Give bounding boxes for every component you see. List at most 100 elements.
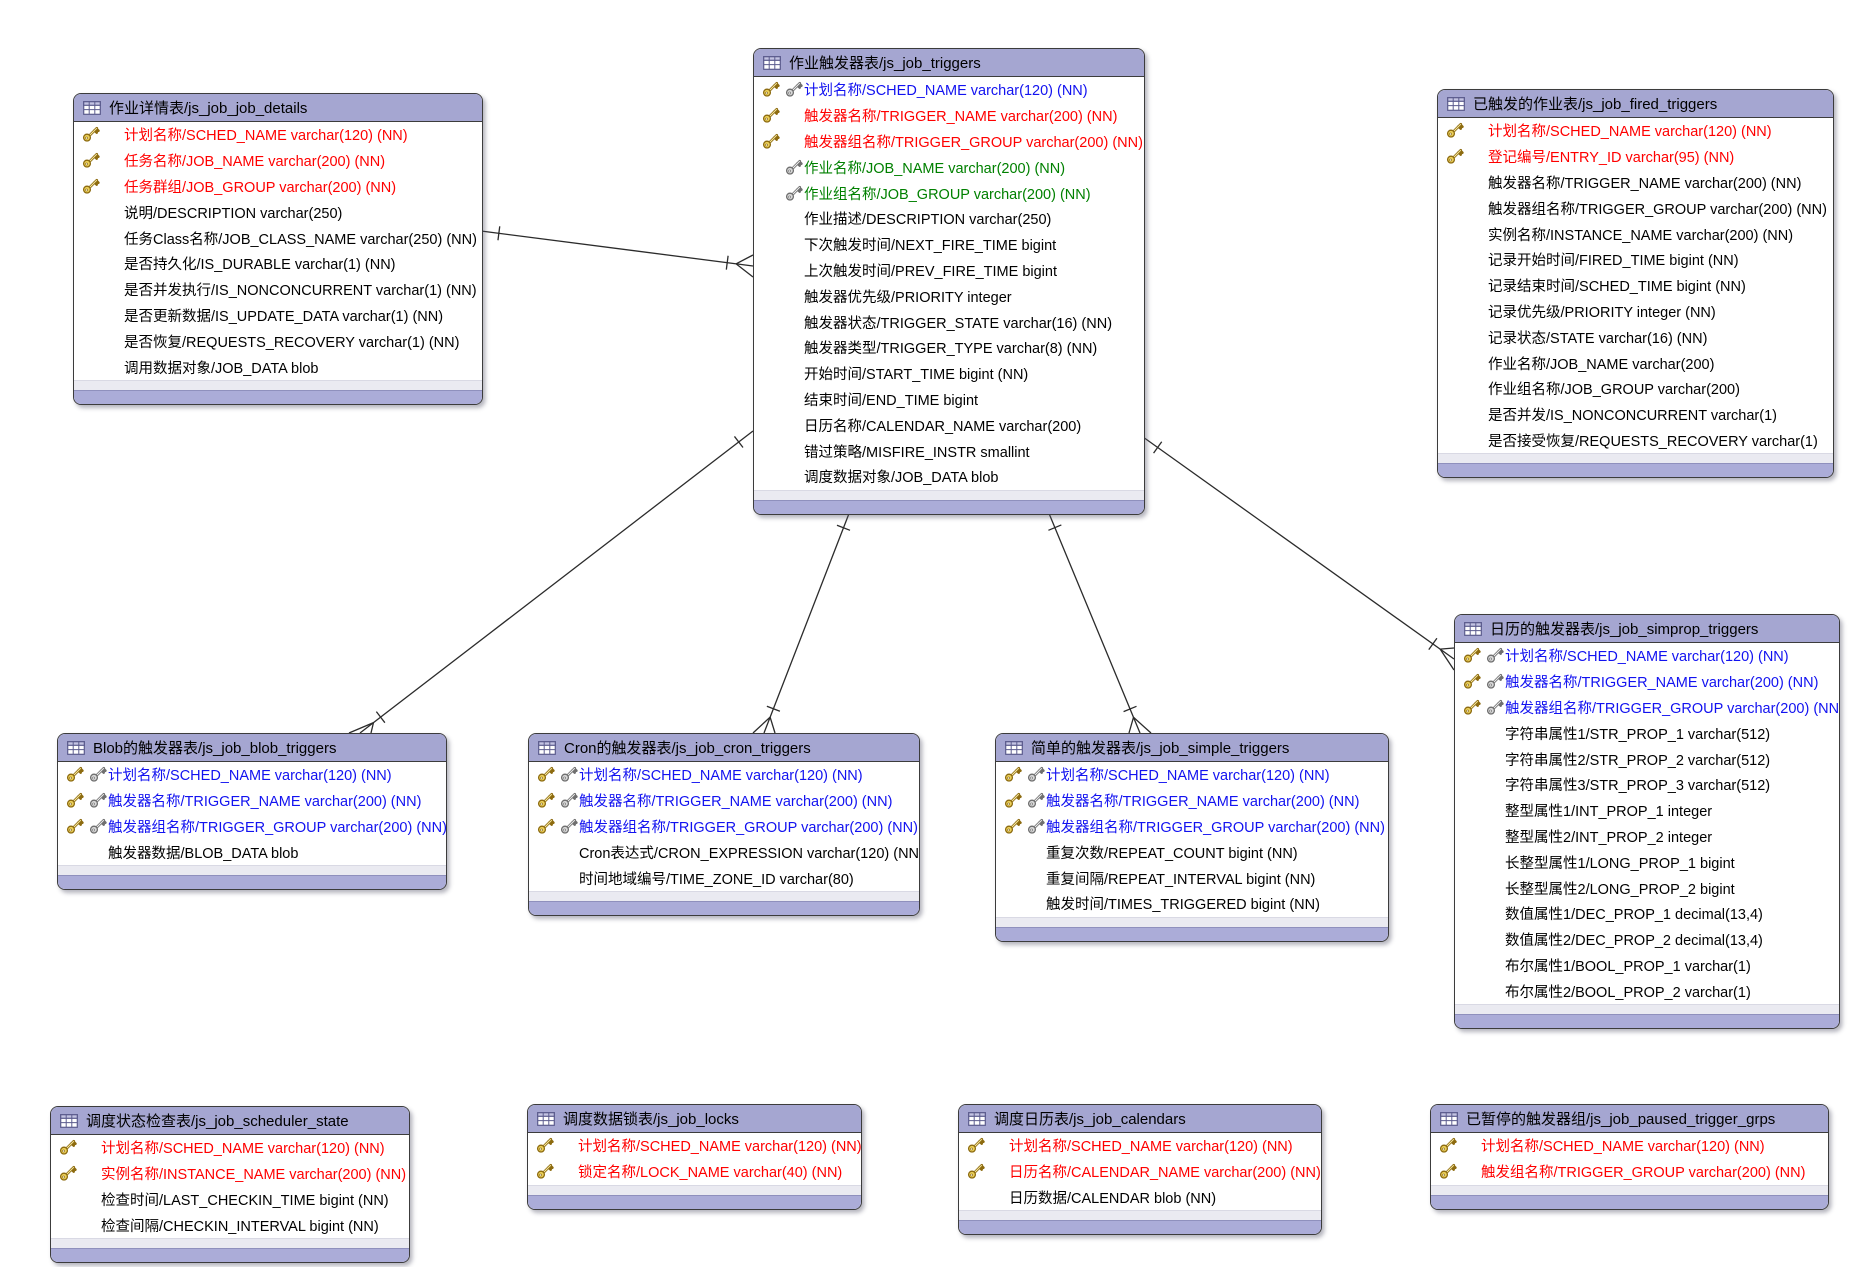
table-js_job_paused_trigger_grps[interactable]: 已暂停的触发器组/js_job_paused_trigger_grps 计划名称/… [1430,1104,1829,1210]
table-columns: 计划名称/SCHED_NAME varchar(120) (NN)任务名称/JO… [74,122,482,380]
column-row: 触发器类型/TRIGGER_TYPE varchar(8) (NN) [754,335,1144,361]
column-row: 日历名称/CALENDAR_NAME varchar(200) [754,412,1144,438]
column-row: 字符串属性1/STR_PROP_1 varchar(512) [1455,720,1839,746]
table-js_job_fired_triggers[interactable]: 已触发的作业表/js_job_fired_triggers 计划名称/SCHED_… [1437,89,1834,479]
column-label: 布尔属性2/BOOL_PROP_2 varchar(1) [1505,984,1751,1001]
column-label: 任务群组/JOB_GROUP varchar(200) (NN) [124,179,397,196]
column-label: 数值属性1/DEC_PROP_1 decimal(13,4) [1505,907,1763,924]
column-label: 结束时间/END_TIME bigint [804,392,979,409]
column-row: 任务群组/JOB_GROUP varchar(200) (NN) [74,174,482,200]
column-row: 是否并发/IS_NONCONCURRENT varchar(1) [1438,402,1833,428]
table-header[interactable]: 调度数据锁表/js_job_locks [528,1105,861,1133]
key-icons [1438,122,1488,139]
primary-key-icon [536,1163,557,1180]
foreign-key-icon [89,766,108,783]
table-header[interactable]: Blob的触发器表/js_job_blob_triggers [58,734,446,762]
foreign-key-icon [1486,699,1505,716]
table-icon [83,100,101,115]
table-title: 调度状态检查表/js_job_scheduler_state [86,1113,349,1130]
table-footer-band-light [528,1184,861,1195]
column-row: 长整型属性2/LONG_PROP_2 bigint [1455,875,1839,901]
column-row: 日历名称/CALENDAR_NAME varchar(200) (NN) [959,1159,1321,1185]
column-label: 记录开始时间/FIRED_TIME bigint (NN) [1488,253,1739,270]
column-label: 时间地域编号/TIME_ZONE_ID varchar(80) [579,871,854,888]
table-header[interactable]: 作业触发器表/js_job_triggers [754,49,1144,77]
column-label: 整型属性2/INT_PROP_2 integer [1505,829,1713,846]
column-row: 是否并发执行/IS_NONCONCURRENT varchar(1) (NN) [74,277,482,303]
table-icon [538,740,556,755]
primary-key-icon [537,766,556,783]
column-row: 数值属性1/DEC_PROP_1 decimal(13,4) [1455,901,1839,927]
column-label: 计划名称/SCHED_NAME varchar(120) (NN) [1481,1139,1765,1156]
column-row: 计划名称/SCHED_NAME varchar(120) (NN) [1455,643,1839,669]
primary-key-icon [1004,766,1023,783]
primary-key-icon [762,133,783,150]
table-footer-band-light [1455,1004,1839,1015]
key-icons [51,1139,101,1156]
column-row: 错过策略/MISFIRE_INSTR smallint [754,438,1144,464]
column-label: 调度数据对象/JOB_DATA blob [804,470,999,487]
table-js_job_blob_triggers[interactable]: Blob的触发器表/js_job_blob_triggers 计划名称/SCHED… [57,733,447,891]
table-header[interactable]: 作业详情表/js_job_job_details [74,94,482,122]
primary-key-icon [82,152,103,169]
column-label: 长整型属性1/LONG_PROP_1 bigint [1505,855,1735,872]
table-title: 已触发的作业表/js_job_fired_triggers [1473,96,1718,113]
column-label: 触发器组名称/TRIGGER_GROUP varchar(200) (NN) [804,134,1143,151]
primary-key-icon [66,818,85,835]
column-row: 触发器名称/TRIGGER_NAME varchar(200) (NN) [58,788,446,814]
key-icons [1431,1163,1481,1180]
column-label: 实例名称/INSTANCE_NAME varchar(200) (NN) [1488,227,1794,244]
table-header[interactable]: 日历的触发器表/js_job_simprop_triggers [1455,615,1839,643]
column-row: 计划名称/SCHED_NAME varchar(120) (NN) [1438,118,1833,144]
column-label: 触发器名称/TRIGGER_NAME varchar(200) (NN) [804,109,1118,126]
relation-line-js_job_triggers-js_job_blob_triggers[interactable] [348,430,754,734]
column-row: 开始时间/START_TIME bigint (NN) [754,361,1144,387]
column-row: 任务名称/JOB_NAME varchar(200) (NN) [74,148,482,174]
relation-line-js_job_triggers-js_job_simprop_triggers[interactable] [1142,436,1455,671]
key-icons [529,766,579,783]
table-header[interactable]: 已暂停的触发器组/js_job_paused_trigger_grps [1431,1105,1828,1133]
table-header[interactable]: Cron的触发器表/js_job_cron_triggers [529,734,919,762]
column-label: 登记编号/ENTRY_ID varchar(95) (NN) [1488,150,1735,167]
table-columns: 计划名称/SCHED_NAME varchar(120) (NN)锁定名称/LO… [528,1133,861,1185]
key-icons [996,766,1046,783]
table-header[interactable]: 调度状态检查表/js_job_scheduler_state [51,1107,409,1135]
column-label: 长整型属性2/LONG_PROP_2 bigint [1505,881,1735,898]
table-footer-band [1431,1194,1828,1209]
column-label: 日历名称/CALENDAR_NAME varchar(200) [804,418,1082,435]
table-footer-band [74,389,482,404]
column-row: 锁定名称/LOCK_NAME varchar(40) (NN) [528,1159,861,1185]
key-icons [1455,673,1505,690]
key-icons [58,766,108,783]
table-icon [968,1111,986,1126]
column-row: 触发器名称/TRIGGER_NAME varchar(200) (NN) [1455,669,1839,695]
column-row: 计划名称/SCHED_NAME varchar(120) (NN) [529,762,919,788]
table-footer-band-light [529,890,919,901]
table-js_job_job_details[interactable]: 作业详情表/js_job_job_details 计划名称/SCHED_NAME … [73,93,483,405]
foreign-key-icon [1486,673,1505,690]
relation-line-js_job_triggers-js_job_cron_triggers[interactable] [752,510,851,734]
key-icons [74,178,124,195]
column-label: 触发器数据/BLOB_DATA blob [108,845,299,862]
relation-line-js_job_triggers-js_job_simple_triggers[interactable] [1047,510,1152,734]
column-row: 计划名称/SCHED_NAME varchar(120) (NN) [58,762,446,788]
relation-line-js_job_job_details-js_job_triggers[interactable] [480,226,754,278]
column-row: 触发器状态/TRIGGER_STATE varchar(16) (NN) [754,309,1144,335]
column-row: 布尔属性1/BOOL_PROP_1 varchar(1) [1455,953,1839,979]
table-header[interactable]: 调度日历表/js_job_calendars [959,1105,1321,1133]
key-icons [529,818,579,835]
key-icons [528,1163,578,1180]
table-header[interactable]: 已触发的作业表/js_job_fired_triggers [1438,90,1833,118]
table-title: 作业详情表/js_job_job_details [109,100,308,117]
key-icons [754,159,804,176]
column-row: 触发器数据/BLOB_DATA blob [58,839,446,865]
table-header[interactable]: 简单的触发器表/js_job_simple_triggers [996,734,1388,762]
table-title: Blob的触发器表/js_job_blob_triggers [93,740,337,757]
